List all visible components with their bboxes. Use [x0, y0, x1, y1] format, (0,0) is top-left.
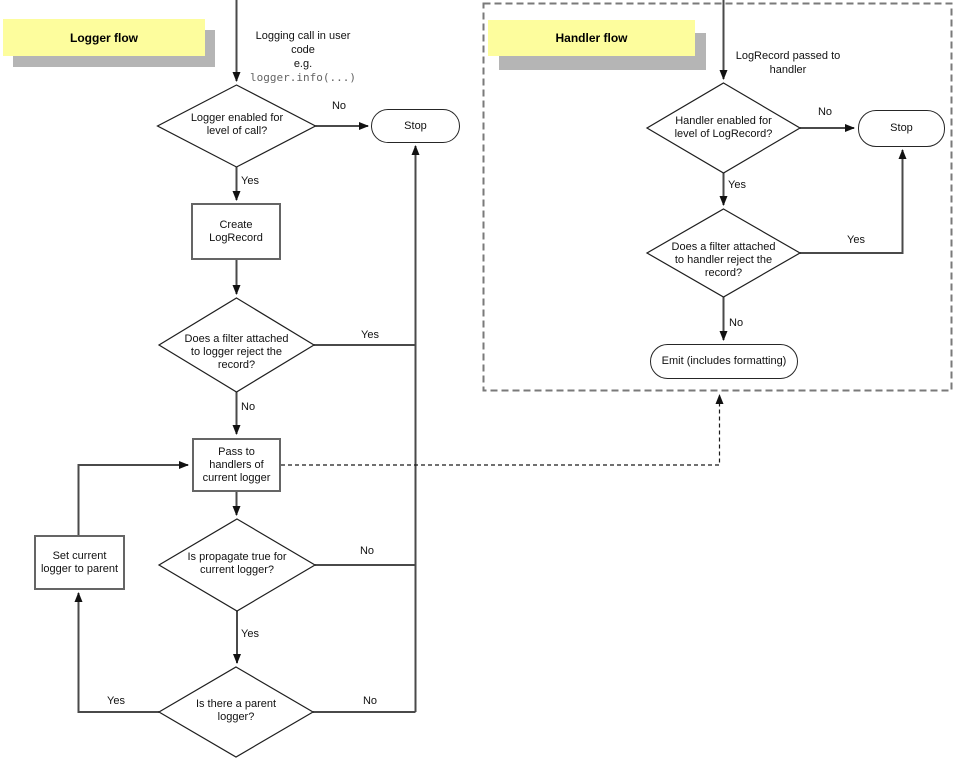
edge-label-logger-level-yes: Yes	[241, 175, 259, 187]
propagate-decision: Is propagate true for current logger?	[187, 551, 287, 576]
handler-level-decision: Handler enabled for level of LogRecord?	[674, 115, 773, 140]
handler-flow-title-note: Handler flow	[488, 20, 695, 56]
handler-entry-annotation: LogRecord passed to handler	[718, 35, 858, 77]
edge-set-parent-to-pass	[77, 461, 189, 535]
handler-flow-title: Handler flow	[555, 31, 628, 45]
logger-filter-decision-shape	[157, 297, 316, 393]
edge-label-propagate-yes: Yes	[241, 628, 259, 640]
logger-entry-text: Logging call in user code e.g.	[255, 30, 351, 70]
logger-level-decision: Logger enabled for level of call?	[190, 112, 284, 137]
logger-flow-title: Logger flow	[70, 30, 138, 45]
logger-stop-terminator: Stop	[371, 109, 460, 143]
edge-pass-to-handler-flow	[281, 394, 724, 466]
edge-parent-yes-to-set	[74, 592, 159, 713]
emit-terminator: Emit (includes formatting)	[650, 344, 798, 379]
edge-handler-filter-yes-to-stop	[800, 149, 907, 254]
edge-label-handler-filter-yes: Yes	[847, 234, 865, 246]
edge-label-propagate-no: No	[359, 545, 375, 557]
handler-level-decision-shape	[645, 82, 802, 174]
edge-label-logger-filter-yes: Yes	[361, 329, 379, 341]
handler-stop-terminator: Stop	[858, 110, 945, 147]
parent-logger-decision-shape	[157, 666, 315, 758]
handler-entry-text: LogRecord passed to handler	[735, 50, 841, 76]
logger-entry-annotation: Logging call in user code e.g. logger.in…	[233, 15, 373, 99]
set-current-logger-process: Set current logger to parent	[34, 535, 125, 590]
parent-logger-decision: Is there a parent logger?	[195, 698, 277, 723]
edge-label-handler-level-no: No	[817, 106, 833, 118]
handler-flow-region-border	[482, 2, 953, 392]
create-logrecord-process: Create LogRecord	[191, 203, 281, 260]
edge-label-logger-filter-no: No	[241, 401, 256, 413]
logger-filter-decision: Does a filter attached to logger reject …	[184, 332, 289, 371]
handler-filter-decision: Does a filter attached to handler reject…	[671, 240, 776, 279]
logger-entry-code: logger.info(...)	[250, 71, 356, 84]
pass-to-handlers-process: Pass to handlers of current logger	[192, 438, 281, 492]
edge-label-logger-level-no: No	[331, 100, 347, 112]
edge-label-parent-no: No	[362, 695, 378, 707]
handler-filter-decision-shape	[645, 208, 802, 298]
edge-label-parent-yes: Yes	[107, 695, 125, 707]
logger-flow-title-note: Logger flow	[3, 19, 205, 56]
edge-label-handler-filter-no: No	[729, 317, 744, 329]
logger-level-decision-shape	[156, 84, 317, 168]
edge-label-handler-level-yes: Yes	[728, 179, 746, 191]
propagate-decision-shape	[157, 518, 317, 612]
